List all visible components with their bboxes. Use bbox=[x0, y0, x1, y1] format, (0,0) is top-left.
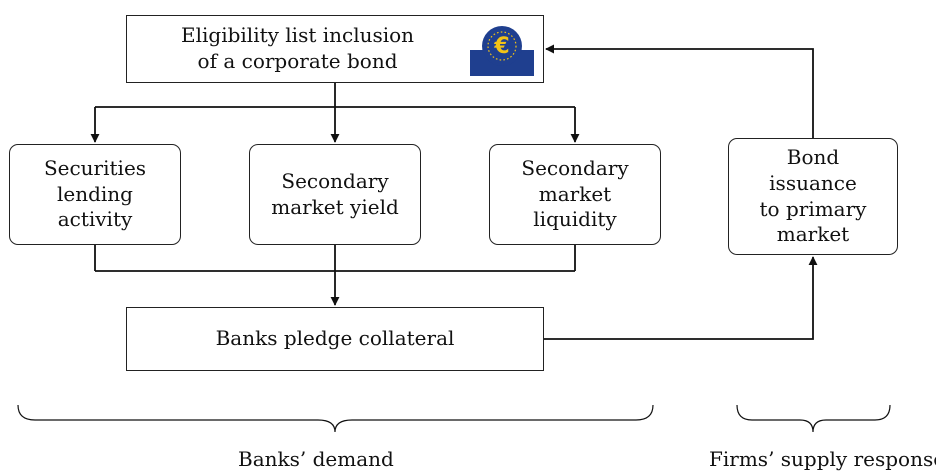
eligibility-list-label: Eligibility list inclusion of a corporat… bbox=[181, 23, 415, 73]
caption-banks-demand: Banks’ demand bbox=[238, 447, 394, 471]
securities-lending-label: Securities lending activity bbox=[43, 156, 147, 232]
banks-pledge-box: Banks pledge collateral bbox=[126, 307, 544, 371]
arrow-pledge-to-bond bbox=[544, 256, 818, 340]
ecb-euro-logo: € bbox=[470, 20, 534, 76]
brace-banks-demand bbox=[17, 404, 654, 433]
caption-firms-supply: Firms’ supply response bbox=[709, 447, 936, 471]
secondary-liquidity-box: Secondary market liquidity bbox=[489, 144, 661, 245]
arrow-bond-to-eligibility bbox=[545, 44, 814, 138]
secondary-yield-label: Secondary market yield bbox=[271, 168, 399, 219]
secondary-liquidity-label: Secondary market liquidity bbox=[521, 156, 629, 232]
securities-lending-box: Securities lending activity bbox=[9, 144, 181, 245]
brace-firms-supply bbox=[736, 404, 891, 433]
banks-pledge-label: Banks pledge collateral bbox=[215, 326, 455, 351]
bond-issuance-box: Bond issuance to primary market bbox=[728, 138, 898, 255]
bond-issuance-label: Bond issuance to primary market bbox=[759, 145, 867, 247]
euro-symbol: € bbox=[493, 34, 509, 59]
secondary-yield-box: Secondary market yield bbox=[249, 144, 421, 245]
